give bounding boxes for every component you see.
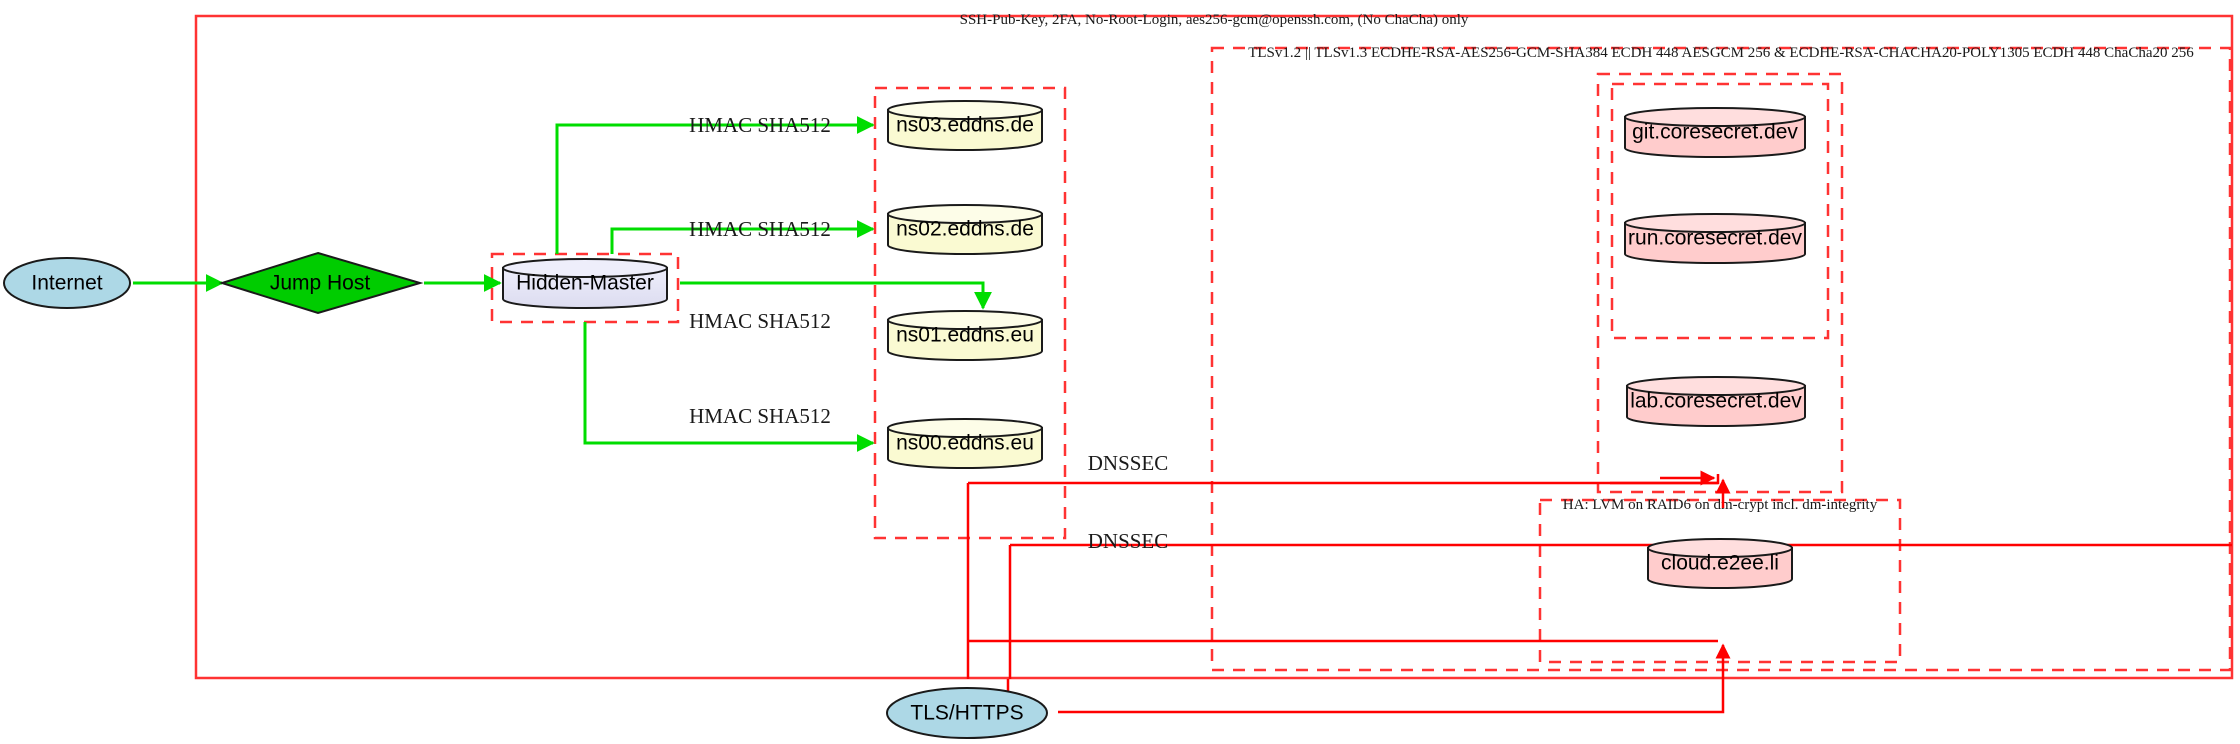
node-lab-coresecret[interactable]: lab.coresecret.dev xyxy=(1626,376,1806,427)
edge-label-hmac-ns02: HMAC SHA512 xyxy=(689,217,831,241)
node-ns00[interactable]: ns00.eddns.eu xyxy=(887,418,1043,469)
node-internet[interactable]: Internet xyxy=(3,257,131,309)
edge-label-dnssec-upper: DNSSEC xyxy=(1088,451,1169,475)
node-jump-host[interactable]: Jump Host xyxy=(218,251,424,315)
node-ns01-label: ns01.eddns.eu xyxy=(896,324,1034,347)
node-ns03[interactable]: ns03.eddns.de xyxy=(887,100,1043,151)
cluster-ssh-perimeter: SSH-Pub-Key, 2FA, No-Root-Login, aes256-… xyxy=(194,12,2234,680)
edge-hiddenmaster-to-ns03 xyxy=(555,116,875,254)
edge-hiddenmaster-to-ns02 xyxy=(610,220,875,254)
edge-hiddenmaster-to-ns01 xyxy=(680,281,992,310)
node-cloud-e2ee-label: cloud.e2ee.li xyxy=(1661,552,1779,575)
edge-hiddenmaster-to-ns00 xyxy=(583,322,875,452)
cluster-ssh-perimeter-label: SSH-Pub-Key, 2FA, No-Root-Login, aes256-… xyxy=(960,12,1469,28)
node-hidden-master[interactable]: Hidden-Master xyxy=(502,258,668,309)
node-ns02-label: ns02.eddns.de xyxy=(896,218,1034,241)
node-git-coresecret-label: git.coresecret.dev xyxy=(1632,121,1798,144)
cluster-coresecret-inner xyxy=(1610,82,1830,340)
edge-label-hmac-ns01: HMAC SHA512 xyxy=(689,309,831,333)
node-cloud-e2ee[interactable]: cloud.e2ee.li xyxy=(1647,538,1793,589)
node-internet-label: Internet xyxy=(31,272,102,295)
edge-label-hmac-ns00: HMAC SHA512 xyxy=(689,404,831,428)
cluster-ha-box-label: HA: LVM on RAID6 on dm-crypt incl. dm-in… xyxy=(1563,497,1878,513)
node-jump-host-label: Jump Host xyxy=(270,272,371,295)
node-ns00-label: ns00.eddns.eu xyxy=(896,432,1034,455)
cluster-tls-perimeter: TLSv1.2 || TLSv1.3 ECDHE-RSA-AES256-GCM-… xyxy=(1210,45,2232,672)
cluster-ha-box: HA: LVM on RAID6 on dm-crypt incl. dm-in… xyxy=(1538,497,1902,664)
node-git-coresecret[interactable]: git.coresecret.dev xyxy=(1624,107,1806,158)
edge-label-dnssec-lower: DNSSEC xyxy=(1088,529,1169,553)
cluster-tls-perimeter-label: TLSv1.2 || TLSv1.3 ECDHE-RSA-AES256-GCM-… xyxy=(1248,45,2194,61)
node-tls-https[interactable]: TLS/HTTPS xyxy=(886,687,1048,739)
node-run-coresecret-label: run.coresecret.dev xyxy=(1628,227,1802,250)
node-ns03-label: ns03.eddns.de xyxy=(896,114,1034,137)
cluster-dns-box xyxy=(873,86,1067,540)
edge-label-hmac-ns03: HMAC SHA512 xyxy=(689,113,831,137)
edge-tls-https-out xyxy=(1058,700,1725,714)
node-hidden-master-label: Hidden-Master xyxy=(516,272,654,295)
node-run-coresecret[interactable]: run.coresecret.dev xyxy=(1624,213,1806,264)
node-tls-https-label: TLS/HTTPS xyxy=(910,702,1023,725)
node-ns01[interactable]: ns01.eddns.eu xyxy=(887,310,1043,361)
node-ns02[interactable]: ns02.eddns.de xyxy=(887,204,1043,255)
node-lab-coresecret-label: lab.coresecret.dev xyxy=(1630,390,1802,413)
